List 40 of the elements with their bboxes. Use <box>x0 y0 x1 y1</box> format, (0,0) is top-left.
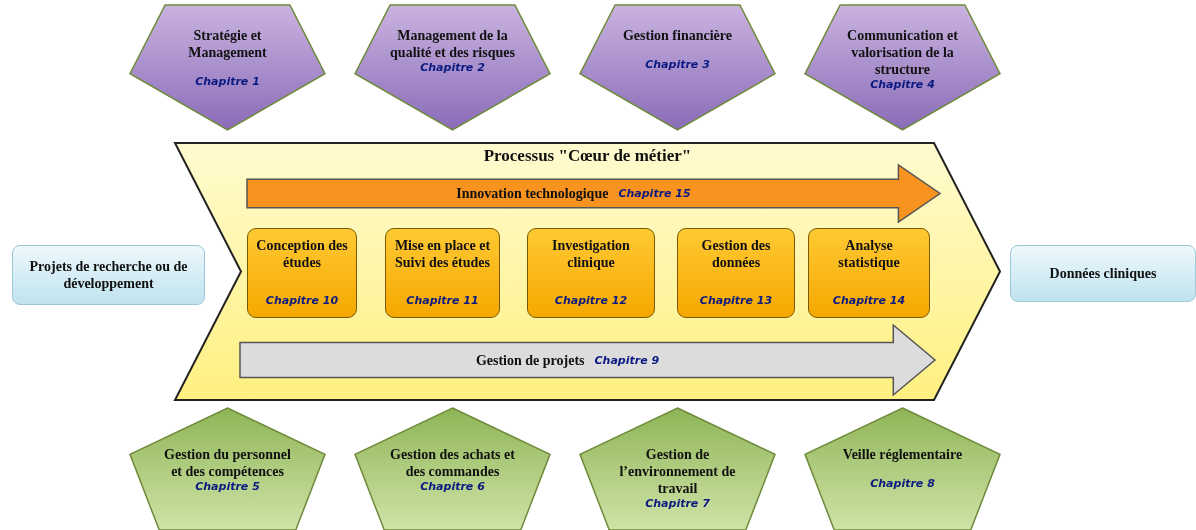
chapter-label: Chapitre 1 <box>195 75 260 88</box>
process-box <box>385 228 500 318</box>
chapter-label: Chapitre 9 <box>594 353 660 367</box>
input-output-box <box>12 245 205 305</box>
chapter-label: Chapitre 7 <box>645 497 710 510</box>
heading-text: Veille réglementaire <box>842 446 963 463</box>
chapter-label: Chapitre 15 <box>618 187 691 200</box>
heading-text: Stratégie et Management <box>187 27 268 61</box>
heading-text: Analyse statistique <box>837 237 901 271</box>
process-box <box>808 228 930 318</box>
heading-text: Gestion de l’environnement de travail <box>618 446 737 497</box>
chapter-label: Chapitre 13 <box>699 294 773 307</box>
chapter-label: Chapitre 14 <box>832 294 906 307</box>
process-box <box>677 228 795 318</box>
chapter-label: Chapitre 10 <box>265 294 339 307</box>
chapter-label: Chapitre 4 <box>870 78 935 91</box>
heading-text: Gestion des données <box>700 237 772 271</box>
chapter-label: Chapitre 6 <box>420 480 485 493</box>
group-title: Processus "Cœur de métier" <box>483 147 692 164</box>
heading-text: Gestion des achats et des commandes <box>389 446 516 480</box>
heading-text: Innovation technologique <box>456 185 609 202</box>
heading-text: Projets de recherche ou de développement <box>28 258 189 292</box>
heading-text: Communication et valorisation de la structure <box>846 27 959 78</box>
heading-text: Gestion du personnel et des compétences <box>163 446 292 480</box>
chapter-label: Chapitre 3 <box>645 58 710 71</box>
heading-text: Mise en place et Suivi des études <box>393 237 492 271</box>
heading-text: Conception des études <box>255 237 349 271</box>
input-output-box <box>1010 245 1196 302</box>
heading-text: Gestion financière <box>623 27 732 44</box>
heading-text: Gestion de projets <box>475 351 585 369</box>
process-box <box>527 228 655 318</box>
chapter-label: Chapitre 12 <box>554 294 628 307</box>
chapter-label: Chapitre 5 <box>195 480 260 493</box>
chapter-label: Chapitre 8 <box>870 477 935 490</box>
chapter-label: Chapitre 11 <box>406 294 479 307</box>
heading-text: Données cliniques <box>1049 265 1157 282</box>
process-box <box>247 228 357 318</box>
chapter-label: Chapitre 2 <box>420 61 485 74</box>
heading-text: Investigation clinique <box>551 237 631 271</box>
heading-text: Management de la qualité et des risques <box>389 27 516 61</box>
